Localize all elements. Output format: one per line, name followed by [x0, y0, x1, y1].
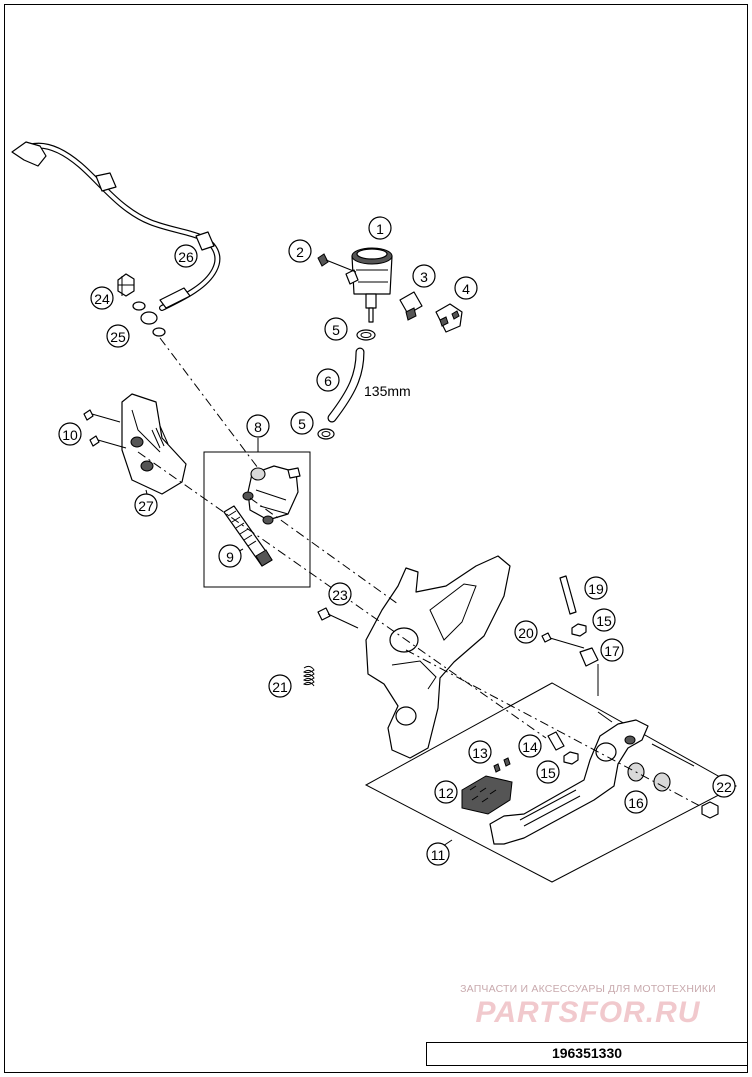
callout-8: 8: [254, 419, 262, 435]
callout-2: 2: [296, 244, 304, 260]
callout-13: 13: [472, 745, 488, 761]
clip-3: [399, 291, 423, 321]
screws-13: [493, 757, 511, 773]
bolt-23: [317, 607, 359, 629]
callout-23: 23: [332, 587, 348, 603]
step-plate-12: [461, 775, 513, 815]
drawing-number: 196351330: [426, 1042, 748, 1066]
spring-21: [303, 665, 315, 687]
callout-15b: 15: [540, 765, 556, 781]
callout-9: 9: [226, 549, 234, 565]
hose-length-label: 135mm: [364, 383, 411, 399]
clamp-5a: [356, 329, 376, 341]
screw-2: [317, 253, 357, 273]
callout-26: 26: [178, 249, 194, 265]
nut-15b: [563, 751, 579, 765]
watermark-tagline: ЗАПЧАСТИ И АКСЕССУАРЫ ДЛЯ МОТОТЕХНИКИ: [460, 983, 716, 995]
pin-19: [559, 575, 577, 615]
watermark-brand: PARTSFOR.RU: [475, 996, 701, 1029]
callout-6: 6: [324, 373, 332, 389]
hose-26: [11, 141, 221, 311]
callout-group: 1 2 3 4 5 6 5 8 9 10 27 24 25 26 23 21 1…: [58, 216, 736, 866]
part-14: [547, 731, 565, 751]
hose-6: [327, 347, 365, 423]
callout-27: 27: [138, 498, 154, 514]
callout-15a: 15: [596, 613, 612, 629]
callout-1: 1: [376, 221, 384, 237]
page-frame: [4, 4, 748, 1073]
fitting-24: [117, 273, 135, 297]
callout-12: 12: [438, 785, 454, 801]
heel-guard-27: [121, 393, 187, 495]
washers-25: [132, 301, 166, 337]
pedal-box-11: [364, 682, 738, 883]
callout-19: 19: [588, 581, 604, 597]
callout-20: 20: [518, 625, 534, 641]
master-cylinder-8: [203, 451, 311, 588]
callout-25: 25: [110, 329, 126, 345]
callout-22: 22: [716, 779, 732, 795]
callout-4: 4: [462, 281, 470, 297]
nut-15a: [571, 623, 587, 637]
callout-11: 11: [431, 847, 446, 863]
callout-3: 3: [420, 269, 428, 285]
callout-5b: 5: [298, 416, 306, 432]
footrest-bracket: [365, 555, 511, 759]
callout-24: 24: [94, 291, 110, 307]
callout-16: 16: [628, 795, 644, 811]
callout-17: 17: [604, 643, 620, 659]
reservoir-1: [345, 247, 393, 323]
clamp-5b: [317, 428, 335, 440]
callout-5a: 5: [332, 322, 340, 338]
bolts-10: [83, 409, 127, 449]
callout-14: 14: [522, 739, 538, 755]
bracket-4: [435, 303, 463, 333]
callout-10: 10: [62, 427, 78, 443]
brake-pedal: [489, 719, 649, 845]
callout-21: 21: [272, 679, 288, 695]
nut-22: [701, 801, 719, 819]
clevis-17: [579, 647, 599, 667]
bolt-20: [541, 632, 585, 649]
